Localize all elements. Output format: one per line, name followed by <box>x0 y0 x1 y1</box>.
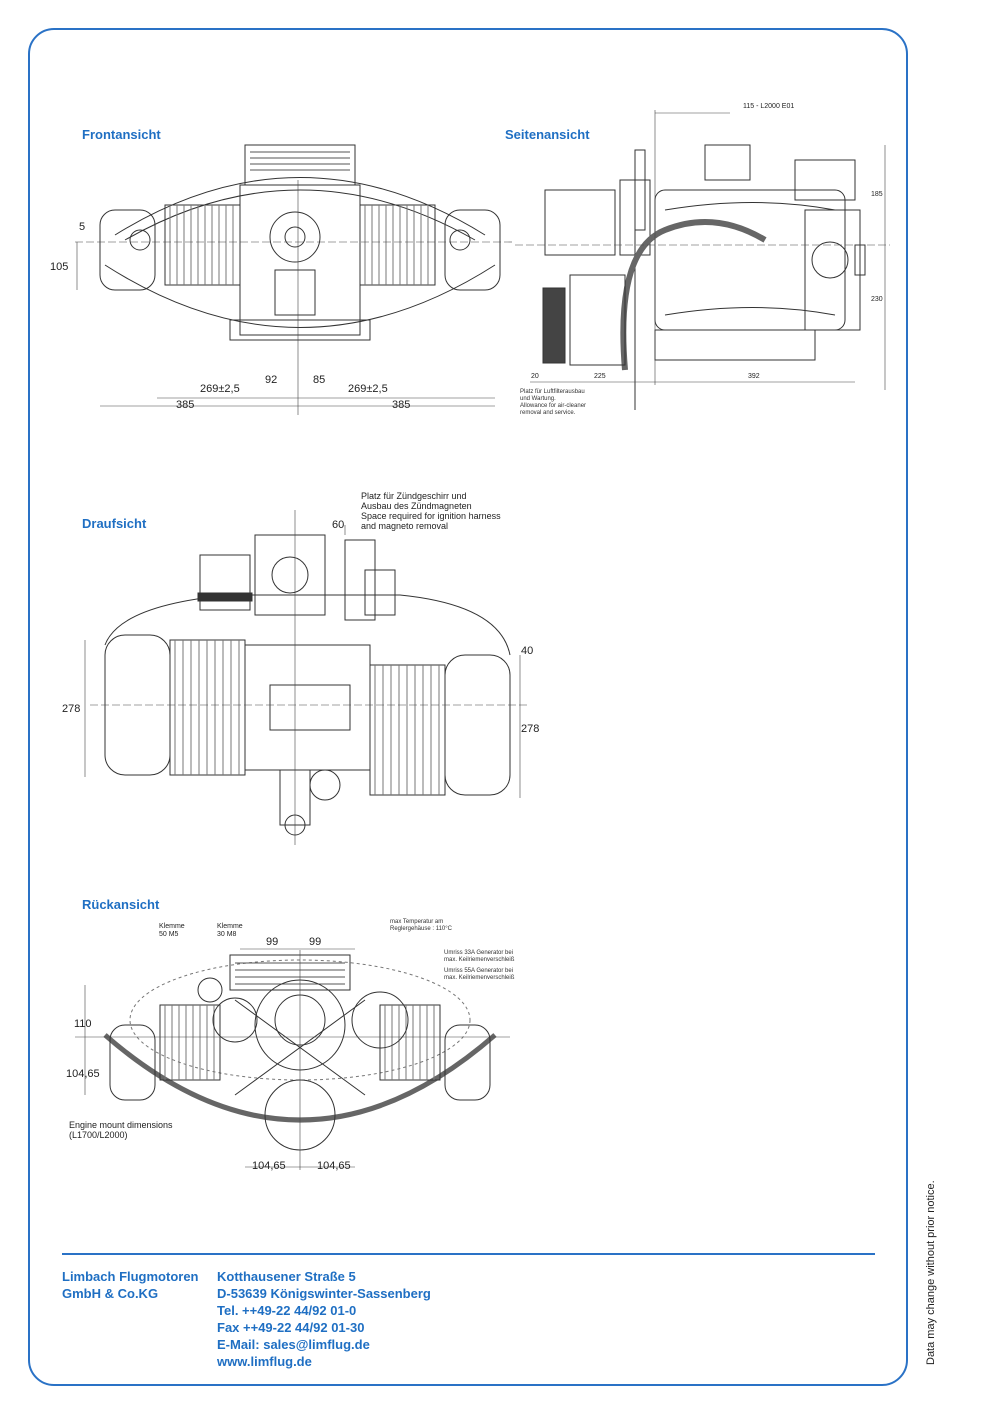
company-name: Limbach Flugmotoren GmbH & Co.KG <box>62 1268 199 1302</box>
rear-mount-note: Engine mount dimensions (L1700/L2000) <box>69 1120 173 1140</box>
label-line: max Temperatur am <box>390 919 444 925</box>
top-dim-40: 40 <box>521 645 534 657</box>
website-link[interactable]: www.limflug.de <box>217 1354 312 1369</box>
disclaimer: Data may change without prior notice. <box>925 1180 937 1365</box>
side-note-line: und Wartung. <box>520 396 556 402</box>
side-dim-115: 115 - L2000 E01 <box>743 103 795 110</box>
label-line: max. Keilriemenverschleiß <box>444 975 515 981</box>
front-dim-385-right: 385 <box>392 399 411 411</box>
rear-temp-note: max Temperatur am Reglergehäuse : 110°C <box>390 919 452 933</box>
top-note-line: Space required for ignition harness <box>361 511 501 521</box>
email-link[interactable]: E-Mail: sales@limflug.de <box>217 1337 370 1352</box>
top-view-title: Draufsicht <box>82 516 147 531</box>
front-dim-269-right: 269±2,5 <box>348 383 388 395</box>
front-dim-105: 105 <box>50 261 69 273</box>
rear-dim-110: 110 <box>74 1018 92 1030</box>
top-view-drawing <box>84 510 530 845</box>
label-line: Klemme <box>217 923 243 930</box>
rear-klemme-30: Klemme 30 M8 <box>217 923 243 939</box>
rear-dim-104-65-bottom-left: 104,65 <box>252 1160 286 1172</box>
side-note-line: Allowance for air-cleaner <box>520 403 587 409</box>
front-dim-85: 85 <box>313 374 326 386</box>
city: D-53639 Königswinter-Sassenberg <box>217 1286 431 1301</box>
top-note: Platz für Zündgeschirr und Ausbau des Zü… <box>361 491 501 531</box>
front-dim-5: 5 <box>79 221 86 233</box>
rear-view-title: Rückansicht <box>82 897 160 912</box>
top-dim-60: 60 <box>332 519 345 531</box>
page-border <box>28 28 908 1386</box>
side-dim-392: 392 <box>748 373 760 380</box>
side-dim-20: 20 <box>531 373 539 380</box>
rear-view-drawing <box>75 948 510 1170</box>
top-dim-278-left: 278 <box>62 703 81 715</box>
side-note-line: removal and service. <box>520 410 576 416</box>
label-line: Reglergehäuse : 110°C <box>390 926 452 932</box>
footer-divider <box>62 1253 875 1255</box>
side-note-line: Platz für Luftfilterausbau <box>520 389 585 395</box>
label-line: Engine mount dimensions <box>69 1120 173 1130</box>
side-note: Platz für Luftfilterausbau und Wartung. … <box>520 389 586 417</box>
rear-dim-99-left: 99 <box>266 936 279 948</box>
label-line: 30 M8 <box>217 931 237 938</box>
side-dim-225: 225 <box>594 373 606 380</box>
label-line: max. Keilriemenverschleiß <box>444 957 515 963</box>
rear-klemme-50: Klemme 50 M5 <box>159 923 185 939</box>
rear-gen33-note: Umriss 33A Generator bei max. Keilriemen… <box>444 950 514 964</box>
company-line: GmbH & Co.KG <box>62 1286 159 1301</box>
top-note-line: Platz für Zündgeschirr und <box>361 491 467 501</box>
side-view-title: Seitenansicht <box>505 127 590 142</box>
front-view-title: Frontansicht <box>82 127 161 142</box>
company-address: Kotthausener Straße 5 D-53639 Königswint… <box>217 1268 431 1370</box>
label-line: Umriss 55A Generator bei <box>444 968 514 974</box>
label-line: Umriss 33A Generator bei <box>444 950 514 956</box>
street: Kotthausener Straße 5 <box>217 1269 356 1284</box>
rear-dim-99-right: 99 <box>309 936 322 948</box>
label-line: (L1700/L2000) <box>69 1130 128 1140</box>
rear-dim-104-65-bottom-right: 104,65 <box>317 1160 351 1172</box>
side-dim-185: 185 <box>871 191 883 198</box>
top-note-line: and magneto removal <box>361 521 449 531</box>
label-line: 50 M5 <box>159 931 179 938</box>
rear-gen55-note: Umriss 55A Generator bei max. Keilriemen… <box>444 968 514 982</box>
side-view-drawing <box>515 110 890 410</box>
rear-dim-104-65-side: 104,65 <box>66 1068 100 1080</box>
front-dim-92: 92 <box>265 374 278 386</box>
front-dim-385-left: 385 <box>176 399 195 411</box>
top-note-line: Ausbau des Zündmagneten <box>361 501 472 511</box>
front-view-drawing <box>75 144 515 415</box>
phone: Tel. ++49-22 44/92 01-0 <box>217 1303 357 1318</box>
company-line: Limbach Flugmotoren <box>62 1269 199 1284</box>
front-dim-269-left: 269±2,5 <box>200 383 240 395</box>
top-dim-278-right: 278 <box>521 723 540 735</box>
fax: Fax ++49-22 44/92 01-30 <box>217 1320 365 1335</box>
side-dim-230: 230 <box>871 296 883 303</box>
label-line: Klemme <box>159 923 185 930</box>
